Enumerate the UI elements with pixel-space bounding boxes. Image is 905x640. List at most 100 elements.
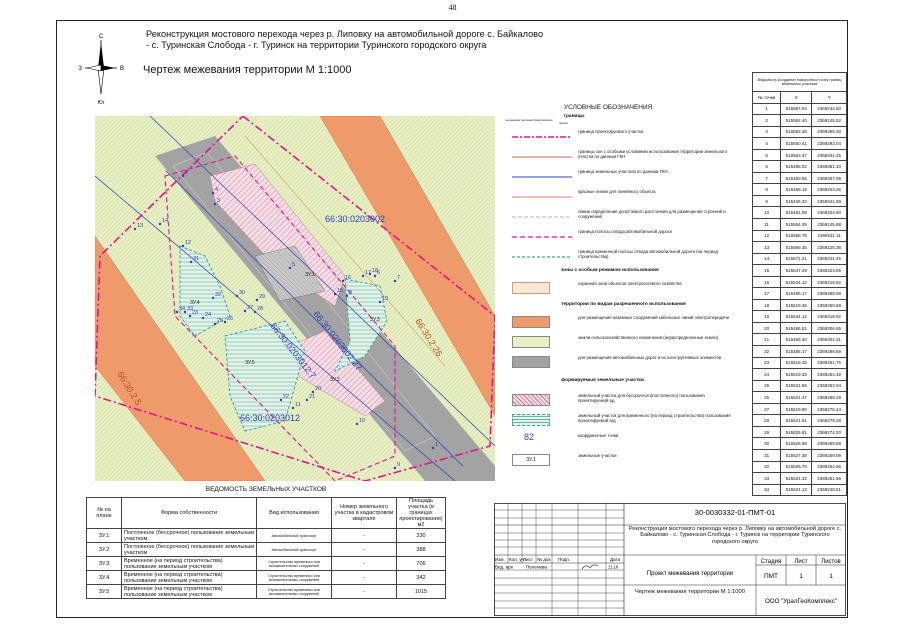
- land-cadnum: -: [331, 542, 397, 557]
- coordinate-point-marker: [288, 266, 292, 270]
- land-table-title: ВЕДОМОСТЬ ЗЕМЕЛЬНЫХ УЧАСТКОВ: [205, 486, 327, 493]
- coordinate-point-label: 26: [227, 316, 233, 322]
- land-ownership: Постоянное (бессрочное) пользование земе…: [121, 542, 257, 557]
- stamp-h-list: Лист: [523, 557, 534, 562]
- coordinate-point-marker: [279, 398, 283, 402]
- stamp-stage: ПМТ: [764, 573, 778, 580]
- land-cadnum: -: [331, 528, 397, 543]
- coord-y: 2369318.92: [811, 310, 847, 323]
- coord-x: 515534.12: [780, 310, 813, 323]
- coord-y: 2369388.69: [811, 287, 847, 300]
- coord-y: 2369304.31: [811, 333, 847, 347]
- cadastral-map[interactable]: 66:30:0203002 66:30:0203012 66:30:020301…: [95, 116, 495, 481]
- coord-x: 515563.47: [780, 148, 813, 162]
- coordinate-point-marker: [213, 202, 217, 206]
- legend-sec-zones: зоны с особым режимом использования: [561, 268, 659, 273]
- coordinate-point-label: 16: [345, 275, 351, 281]
- land-no: ЗУ.5: [86, 584, 122, 599]
- stamp-h-izm: Изм.: [495, 557, 505, 562]
- cable-zone-sw: [95, 235, 266, 481]
- land-use: Строительство временных или вспомогатель…: [256, 570, 332, 585]
- land-cadnum: -: [331, 556, 397, 571]
- stamp-project: Реконструкция мостового перехода через р…: [628, 526, 842, 545]
- coord-y: 2369357.09: [811, 171, 847, 185]
- coord-y: 2369274.20: [811, 425, 847, 439]
- coordinate-point-label: 8: [349, 290, 352, 296]
- coordinate-point-label: 33: [187, 306, 193, 312]
- coord-y: 2369253.04: [811, 379, 847, 393]
- coordinate-point-marker: [253, 310, 257, 314]
- coord-point: 25: [751, 379, 782, 393]
- coord-y: 2369269.59: [811, 437, 847, 450]
- coordinate-point-marker: [188, 314, 192, 318]
- coordinate-point-marker: [213, 322, 217, 326]
- coord-x: 515519.33: [780, 368, 813, 381]
- label-zu4: ЗУ.4: [190, 300, 200, 306]
- zu5-parcel[interactable]: [224, 320, 306, 432]
- coord-y: 2369343.26: [811, 183, 847, 196]
- coord-y: 2369251.75: [811, 356, 847, 370]
- land-col-ownership: Форма собственности: [121, 497, 257, 529]
- coord-point: 7: [751, 171, 782, 185]
- coord-y: 2369276.44: [811, 402, 847, 416]
- coord-y: 2369259.09: [811, 448, 847, 462]
- coordinate-point-marker: [158, 222, 162, 226]
- coord-x: 515446.33: [780, 194, 813, 208]
- legend-text: граница земельных участков по данным ГКН: [578, 169, 668, 174]
- coordinate-point-label: 32: [215, 292, 221, 298]
- land-area: 330: [396, 528, 446, 543]
- coordinate-point-label: 22: [283, 394, 289, 400]
- coord-x: 515587.04: [780, 102, 813, 116]
- coord-point: 34: [751, 483, 782, 497]
- coord-point: 12: [751, 229, 782, 243]
- coordinate-point-label: 6: [377, 270, 380, 276]
- page-number: 48: [448, 3, 457, 12]
- title-block: 30-0030332-01-ПМТ-01 Реконструкция мосто…: [494, 503, 846, 616]
- red-line: [244, 135, 446, 367]
- coord-y: 2369254.42: [811, 368, 847, 381]
- stamp-code: 30-0030332-01-ПМТ-01: [695, 508, 775, 517]
- coord-point: 6: [751, 160, 782, 173]
- stamp-sheet: 1: [799, 573, 803, 580]
- coord-point: 19: [751, 310, 782, 323]
- coordinate-point-label: 34: [179, 306, 185, 312]
- legend-col-existing: на данном чертеже/представлено: [505, 118, 553, 122]
- coord-point: 32: [751, 460, 782, 474]
- stamp-h-doc: № док: [537, 557, 551, 562]
- legend-item: граница полосы отвода автомобильной доро…: [504, 228, 734, 246]
- coord-x: 515582.26: [780, 125, 813, 139]
- coord-x: 515485.17: [780, 345, 813, 358]
- legend-item: для размещения автомобильных дорог и их …: [504, 354, 734, 372]
- coord-y: 2369249.51: [811, 483, 847, 497]
- compass-south: Юг: [98, 100, 105, 106]
- coord-point: 33: [751, 472, 782, 485]
- legend: УСЛОВНЫЕ ОБОЗНАЧЕНИЯ на данном чертеже/п…: [504, 104, 734, 501]
- coord-x: 515526.98: [780, 437, 813, 450]
- coordinate-point-marker: [235, 294, 239, 298]
- legend-item: земельный участок для бессрочного(постоя…: [504, 392, 734, 410]
- coord-x: 515521.47: [780, 391, 813, 404]
- coord-y: 2369266.29: [811, 391, 847, 404]
- stamp-org: ООО "УралГеоКомплекс": [765, 598, 837, 605]
- zu3-parcel[interactable]: [333, 278, 388, 373]
- coord-x: 515481.08: [780, 206, 813, 219]
- coord-y: 2369293.04: [811, 137, 847, 150]
- land-ownership: Постоянное (бессрочное) пользование земе…: [121, 528, 257, 543]
- zu4-parcel[interactable]: [179, 245, 231, 337]
- land-no: ЗУ.3: [86, 556, 122, 571]
- coord-y: 2369344.25: [811, 148, 847, 162]
